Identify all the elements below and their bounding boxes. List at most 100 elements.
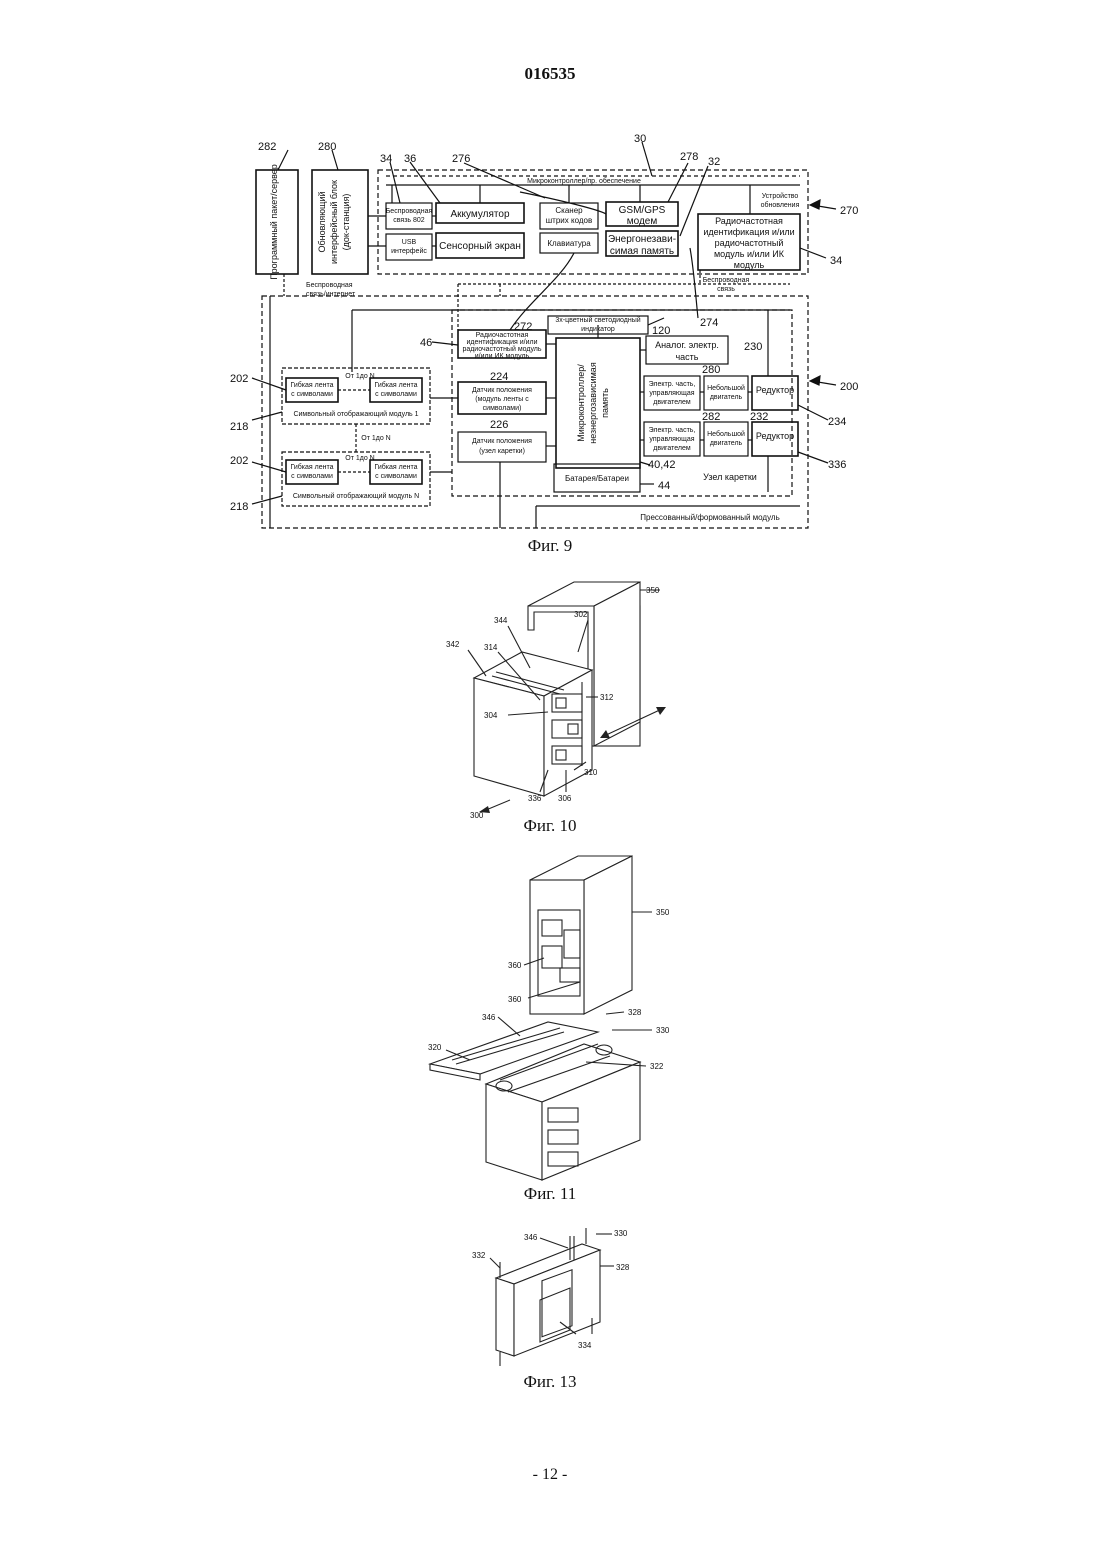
ref-200: 200 xyxy=(840,381,858,393)
fig13-ref-330: 330 xyxy=(614,1229,628,1238)
pos-tape-label-1: Датчик положения xyxy=(472,387,532,394)
ref-40-42: 40,42 xyxy=(648,459,676,471)
led-label-2: индикатор xyxy=(581,326,615,333)
battery-top-label: Аккумулятор xyxy=(450,209,509,220)
server-label: Программный пакет/сервер xyxy=(269,164,279,280)
motor-driver-2-label-1: Электр. часть, xyxy=(649,427,696,434)
figure-9-caption: Фиг. 9 xyxy=(0,536,1100,556)
page-number: - 12 - xyxy=(0,1466,1100,1484)
pos-carriage-label-2: (узел каретки) xyxy=(479,448,525,455)
nvmem-label-1: Энергонезави- xyxy=(608,234,676,245)
rfid-top-label-4: модуль и/или ИК xyxy=(714,249,785,259)
flex-tape-1b-label-2: с символами xyxy=(375,391,417,398)
motor-driver-2-label-2: управляющая xyxy=(649,436,694,443)
ref-280-mid: 280 xyxy=(702,364,720,376)
small-motor-1-label-2: двигатель xyxy=(710,394,743,401)
gsm-label-2: модем xyxy=(627,216,658,227)
fig11-ref-328: 328 xyxy=(628,1008,642,1017)
rfid-mid-label-1: Радиочастотная xyxy=(476,332,529,339)
small-motor-1-label-1: Небольшой xyxy=(707,384,745,392)
mcu-mid-label-3: память xyxy=(600,388,610,418)
fig11-ref-360-a: 360 xyxy=(508,961,522,970)
ref-46: 46 xyxy=(420,337,432,349)
flex-tape-1b-label-1: Гибкая лента xyxy=(374,381,417,389)
flex-tape-1a-label-1: Гибкая лента xyxy=(290,381,333,389)
nvmem-label-2: симая память xyxy=(610,246,674,257)
small-motor-2-label-1: Небольшой xyxy=(707,430,745,438)
batteries-label: Батарея/Батареи xyxy=(565,474,629,483)
scanner-label-2: штрих кодов xyxy=(546,216,592,225)
fig11-ref-322: 322 xyxy=(650,1062,664,1071)
molded-module-label: Прессованный/формованный модуль xyxy=(640,513,780,522)
motor-driver-2-label-3: двигателем xyxy=(653,445,691,452)
reducer-2-label: Редуктор xyxy=(756,431,794,441)
ref-120: 120 xyxy=(652,325,670,337)
ref-270: 270 xyxy=(840,205,858,217)
pos-tape-label-2: (модуль ленты с xyxy=(475,396,529,403)
ref-226: 226 xyxy=(490,419,508,431)
ref-272: 272 xyxy=(514,321,532,333)
from-1-to-n-label-b: От 1до N xyxy=(361,435,390,442)
ref-230: 230 xyxy=(744,341,762,353)
ref-32: 32 xyxy=(708,156,720,168)
fig13-ref-332: 332 xyxy=(472,1251,486,1260)
ref-234: 234 xyxy=(828,416,846,428)
wireless-link-label-2: связь xyxy=(717,286,735,293)
usb-label-1: USB xyxy=(402,239,417,246)
wireless-link-label-1: Беспроводная xyxy=(703,277,750,284)
fig10-ref-314: 314 xyxy=(484,643,498,652)
fig13-ref-328: 328 xyxy=(616,1263,630,1272)
flex-tape-1a-label-2: с символами xyxy=(291,391,333,398)
ref-336: 336 xyxy=(828,459,846,471)
fig10-ref-310: 310 xyxy=(584,768,598,777)
figure-13-caption: Фиг. 13 xyxy=(0,1372,1100,1392)
flex-tape-2a-label-1: Гибкая лента xyxy=(290,463,333,471)
figure-10-caption: Фиг. 10 xyxy=(0,816,1100,836)
figure-13-drawing xyxy=(490,1228,614,1366)
fig10-ref-304: 304 xyxy=(484,711,498,720)
motor-driver-1-label-2: управляющая xyxy=(649,390,694,397)
rfid-top-label-2: идентификация и/или xyxy=(703,227,794,237)
fig10-ref-344: 344 xyxy=(494,616,508,625)
fig11-ref-330: 330 xyxy=(656,1026,670,1035)
analog-label-2: часть xyxy=(675,352,698,362)
flex-tape-2b-label-1: Гибкая лента xyxy=(374,463,417,471)
fig11-ref-360-b: 360 xyxy=(508,995,522,1004)
ref-30: 30 xyxy=(634,133,646,145)
keyboard-label: Клавиатура xyxy=(547,239,591,248)
dock-label-1: Обновляющий xyxy=(317,191,327,252)
figure-11-caption: Фиг. 11 xyxy=(0,1184,1100,1204)
update-device-label-1: Устройство xyxy=(762,192,799,200)
update-device-label-2: обновления xyxy=(761,201,800,209)
touchscreen-label: Сенсорный экран xyxy=(439,241,521,252)
ref-218-a: 218 xyxy=(230,421,248,433)
pos-tape-label-3: символами) xyxy=(483,405,522,412)
pos-carriage-label-1: Датчик положения xyxy=(472,438,532,445)
fig13-ref-346: 346 xyxy=(524,1233,538,1242)
fig11-ref-346: 346 xyxy=(482,1013,496,1022)
ref-218-b: 218 xyxy=(230,501,248,513)
dock-label-2: интерфейсный блок xyxy=(329,180,339,264)
fig10-ref-312: 312 xyxy=(600,693,614,702)
ref-276: 276 xyxy=(452,153,470,165)
ref-202-a: 202 xyxy=(230,373,248,385)
ref-34-top: 34 xyxy=(380,153,392,165)
from-1-to-n-label-a: От 1до N xyxy=(345,373,374,380)
small-motor-2-label-2: двигатель xyxy=(710,440,743,447)
ref-282-mid: 282 xyxy=(702,411,720,423)
gsm-label-1: GSM/GPS xyxy=(619,205,666,216)
led-label-1: 3х-цветный светодиодный xyxy=(555,316,640,324)
wireless-802-label-1: Беспроводная xyxy=(386,208,433,215)
figure-11-drawing xyxy=(430,856,652,1180)
wireless-internet-label-2: связь/интернет xyxy=(306,291,356,298)
dock-label-3: (док-станция) xyxy=(341,194,351,251)
motor-driver-1-label-1: Электр. часть, xyxy=(649,381,696,388)
symbol-module-n-label: Символьный отображающий модуль N xyxy=(293,492,419,500)
ref-224: 224 xyxy=(490,371,508,383)
fig10-ref-342: 342 xyxy=(446,640,460,649)
rfid-mid-label-2: идентификация и/или xyxy=(466,339,537,346)
mcu-mid-label-2: незнергозависимая xyxy=(588,362,598,444)
rfid-mid-label-4: и/или ИК модуль xyxy=(475,353,530,360)
rfid-top-label-5: модуль xyxy=(734,260,765,270)
